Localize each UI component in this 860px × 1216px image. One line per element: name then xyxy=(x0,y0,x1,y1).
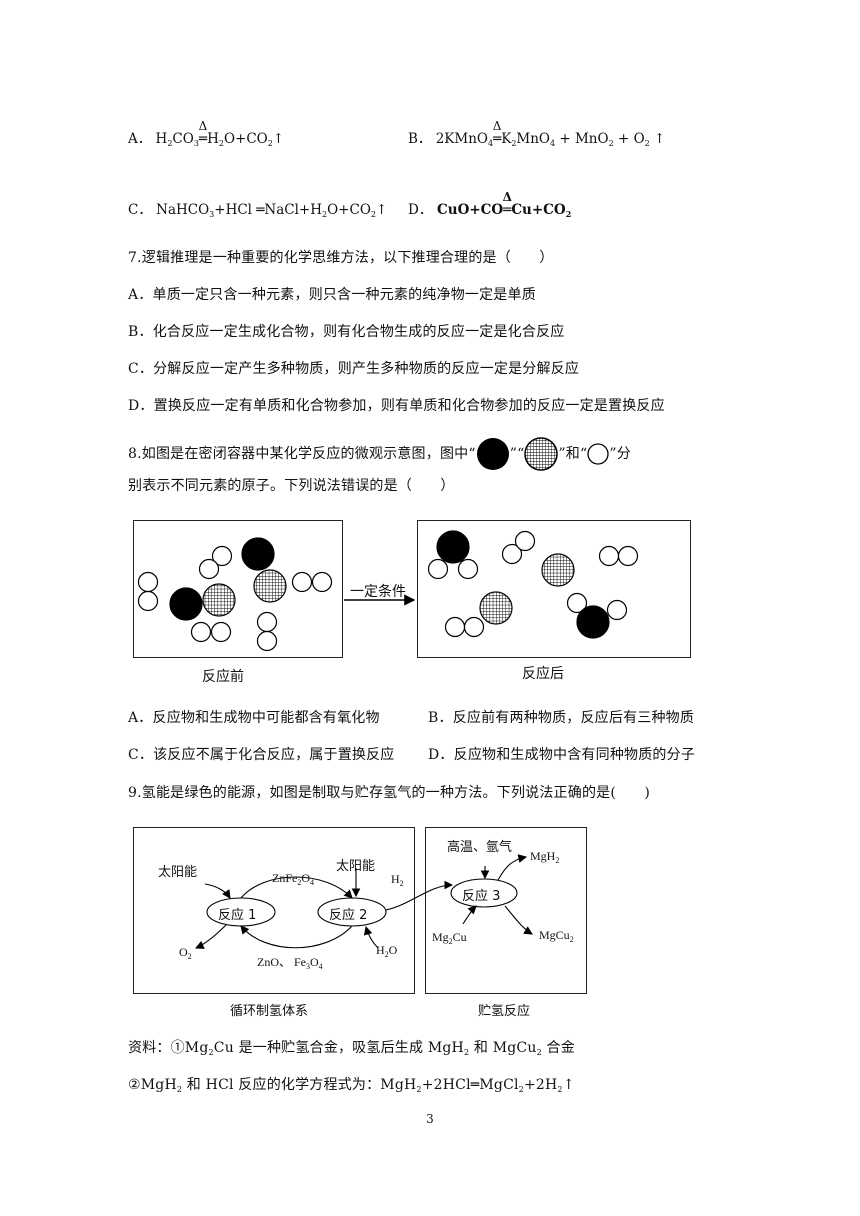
q8-stem-line2: 别表示不同元素的原子。下列说法错误的是（ ） xyxy=(128,478,455,494)
after-label: 反应后 xyxy=(522,666,564,682)
white-atom-icon xyxy=(587,443,610,465)
q6-option-c: C． NaHCO3+HCl ═NaCl+H2O+CO2↑ xyxy=(128,202,388,219)
high-temp-argon-label: 高温、氩气 xyxy=(447,840,513,855)
q7-option-d: D．置换反应一定有单质和化合物参加，则有单质和化合物参加的反应一定是置换反应 xyxy=(128,398,665,414)
q7-option-c: C．分解反应一定产生多种物质，则产生多种物质的反应一定是分解反应 xyxy=(128,361,580,377)
reaction-3-label: 反应 3 xyxy=(462,889,501,904)
q8-stem-line1: 8.如图是在密闭容器中某化学反应的微观示意图，图中“”“”和“”分 xyxy=(128,437,631,471)
q7-option-b: B．化合反应一定生成化合物，则有化合物生成的反应一定是化合反应 xyxy=(128,324,565,340)
reaction-condition-label: 一定条件 xyxy=(350,584,406,600)
h2-label: H2 xyxy=(391,872,404,888)
q7-stem: 7.逻辑推理是一种重要的化学思维方法，以下推理合理的是（ ） xyxy=(128,250,554,266)
cycle-system-label: 循环制氢体系 xyxy=(230,1004,309,1019)
reaction-2-label: 反应 2 xyxy=(329,908,368,923)
mgh2-label: MgH2 xyxy=(530,849,560,865)
before-reaction-box xyxy=(133,520,343,658)
zno-fe3o4-label: ZnO、 Fe3O4 xyxy=(257,955,323,971)
solar-energy-label-1: 太阳能 xyxy=(158,865,198,880)
solar-energy-label-2: 太阳能 xyxy=(336,859,376,874)
black-atom-icon xyxy=(476,438,509,470)
mg2cu-label: Mg2Cu xyxy=(432,930,467,946)
mgcu2-label: MgCu2 xyxy=(539,928,574,944)
q9-stem: 9.氢能是绿色的能源，如图是制取与贮存氢气的一种方法。下列说法正确的是( ) xyxy=(128,785,651,801)
storage-reaction-label: 贮氢反应 xyxy=(478,1004,531,1019)
q8-option-c: C．该反应不属于化合反应，属于置换反应 xyxy=(128,747,395,763)
znfe2o4-label: ZnFe2O4 xyxy=(272,871,315,887)
reaction-1-label: 反应 1 xyxy=(218,908,257,923)
q7-option-a: A．单质一定只含一种元素，则只含一种元素的纯净物一定是单质 xyxy=(128,287,536,303)
q9-info-2: ②MgH2 和 HCl 反应的化学方程式为：MgH2+2HCl═MgCl2+2H… xyxy=(128,1077,575,1094)
q8-option-a: A．反应物和生成物中可能都含有氧化物 xyxy=(128,710,380,726)
q8-option-d: D．反应物和生成物中含有同种物质的分子 xyxy=(428,747,696,763)
hatched-atom-icon xyxy=(524,437,559,471)
before-label: 反应前 xyxy=(202,669,244,685)
page-number: 3 xyxy=(426,1112,434,1126)
o2-label: O2 xyxy=(179,945,192,961)
q8-option-b: B．反应前有两种物质，反应后有三种物质 xyxy=(428,710,695,726)
q9-info-1: 资料：①Mg2Cu 是一种贮氢合金，吸氢后生成 MgH2 和 MgCu2 合金 xyxy=(128,1040,575,1057)
h2o-label: H2O xyxy=(376,943,398,959)
after-reaction-box xyxy=(417,520,691,658)
